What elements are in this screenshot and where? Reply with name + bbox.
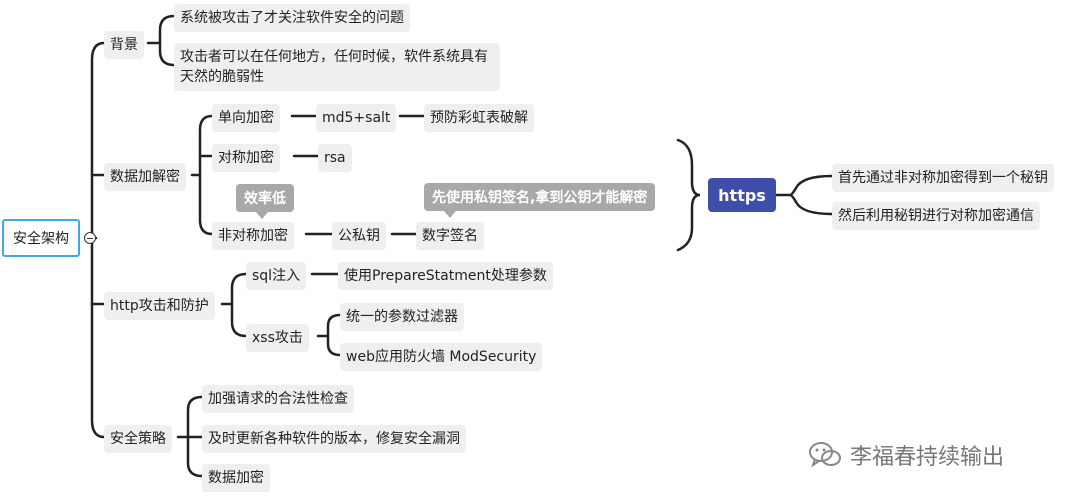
oneway-encryption[interactable]: 单向加密 bbox=[212, 104, 280, 132]
xss-fix-waf[interactable]: web应用防火墙 ModSecurity bbox=[340, 343, 543, 371]
watermark: 李福春持续输出 bbox=[808, 438, 1004, 472]
md5-salt[interactable]: md5+salt bbox=[316, 104, 397, 132]
rainbow-table-prevention[interactable]: 预防彩虹表破解 bbox=[424, 104, 534, 132]
digital-signature[interactable]: 数字签名 bbox=[416, 222, 484, 250]
root-node[interactable]: 安全架构 bbox=[2, 219, 80, 257]
policy-item-3[interactable]: 数据加密 bbox=[202, 464, 270, 492]
symmetric-encryption[interactable]: 对称加密 bbox=[212, 144, 280, 172]
asymmetric-encryption[interactable]: 非对称加密 bbox=[212, 222, 294, 250]
sql-injection[interactable]: sql注入 bbox=[246, 262, 307, 290]
watermark-text: 李福春持续输出 bbox=[850, 445, 1005, 470]
background-item-2[interactable]: 攻击者可以在任何地方，任何时候，软件系统具有天然的脆弱性 bbox=[174, 43, 500, 91]
wechat-icon bbox=[809, 442, 841, 468]
xss-fix-filter[interactable]: 统一的参数过滤器 bbox=[340, 303, 464, 331]
collapse-toggle-icon[interactable] bbox=[84, 232, 96, 244]
public-private-key[interactable]: 公私钥 bbox=[332, 222, 386, 250]
rsa[interactable]: rsa bbox=[318, 144, 352, 172]
note-tail bbox=[256, 212, 268, 219]
xss-attack[interactable]: xss攻击 bbox=[246, 324, 309, 352]
https-step-1[interactable]: 首先通过非对称加密得到一个秘钥 bbox=[832, 164, 1054, 192]
policy-item-2[interactable]: 及时更新各种软件的版本，修复安全漏洞 bbox=[202, 425, 466, 453]
sql-fix[interactable]: 使用PrepareStatment处理参数 bbox=[338, 262, 553, 290]
note-low-efficiency[interactable]: 效率低 bbox=[236, 184, 294, 219]
https-node[interactable]: https bbox=[708, 178, 776, 212]
branch-background[interactable]: 背景 bbox=[104, 31, 144, 59]
branch-http[interactable]: http攻击和防护 bbox=[104, 292, 215, 320]
note-tail bbox=[444, 211, 456, 218]
branch-crypto[interactable]: 数据加解密 bbox=[104, 163, 186, 191]
https-step-2[interactable]: 然后利用秘钥进行对称加密通信 bbox=[832, 202, 1040, 230]
branch-policy[interactable]: 安全策略 bbox=[104, 425, 172, 453]
note-signature[interactable]: 先使用私钥签名,拿到公钥才能解密 bbox=[424, 183, 656, 218]
background-item-1[interactable]: 系统被攻击了才关注软件安全的问题 bbox=[174, 4, 410, 32]
policy-item-1[interactable]: 加强请求的合法性检查 bbox=[202, 385, 354, 413]
